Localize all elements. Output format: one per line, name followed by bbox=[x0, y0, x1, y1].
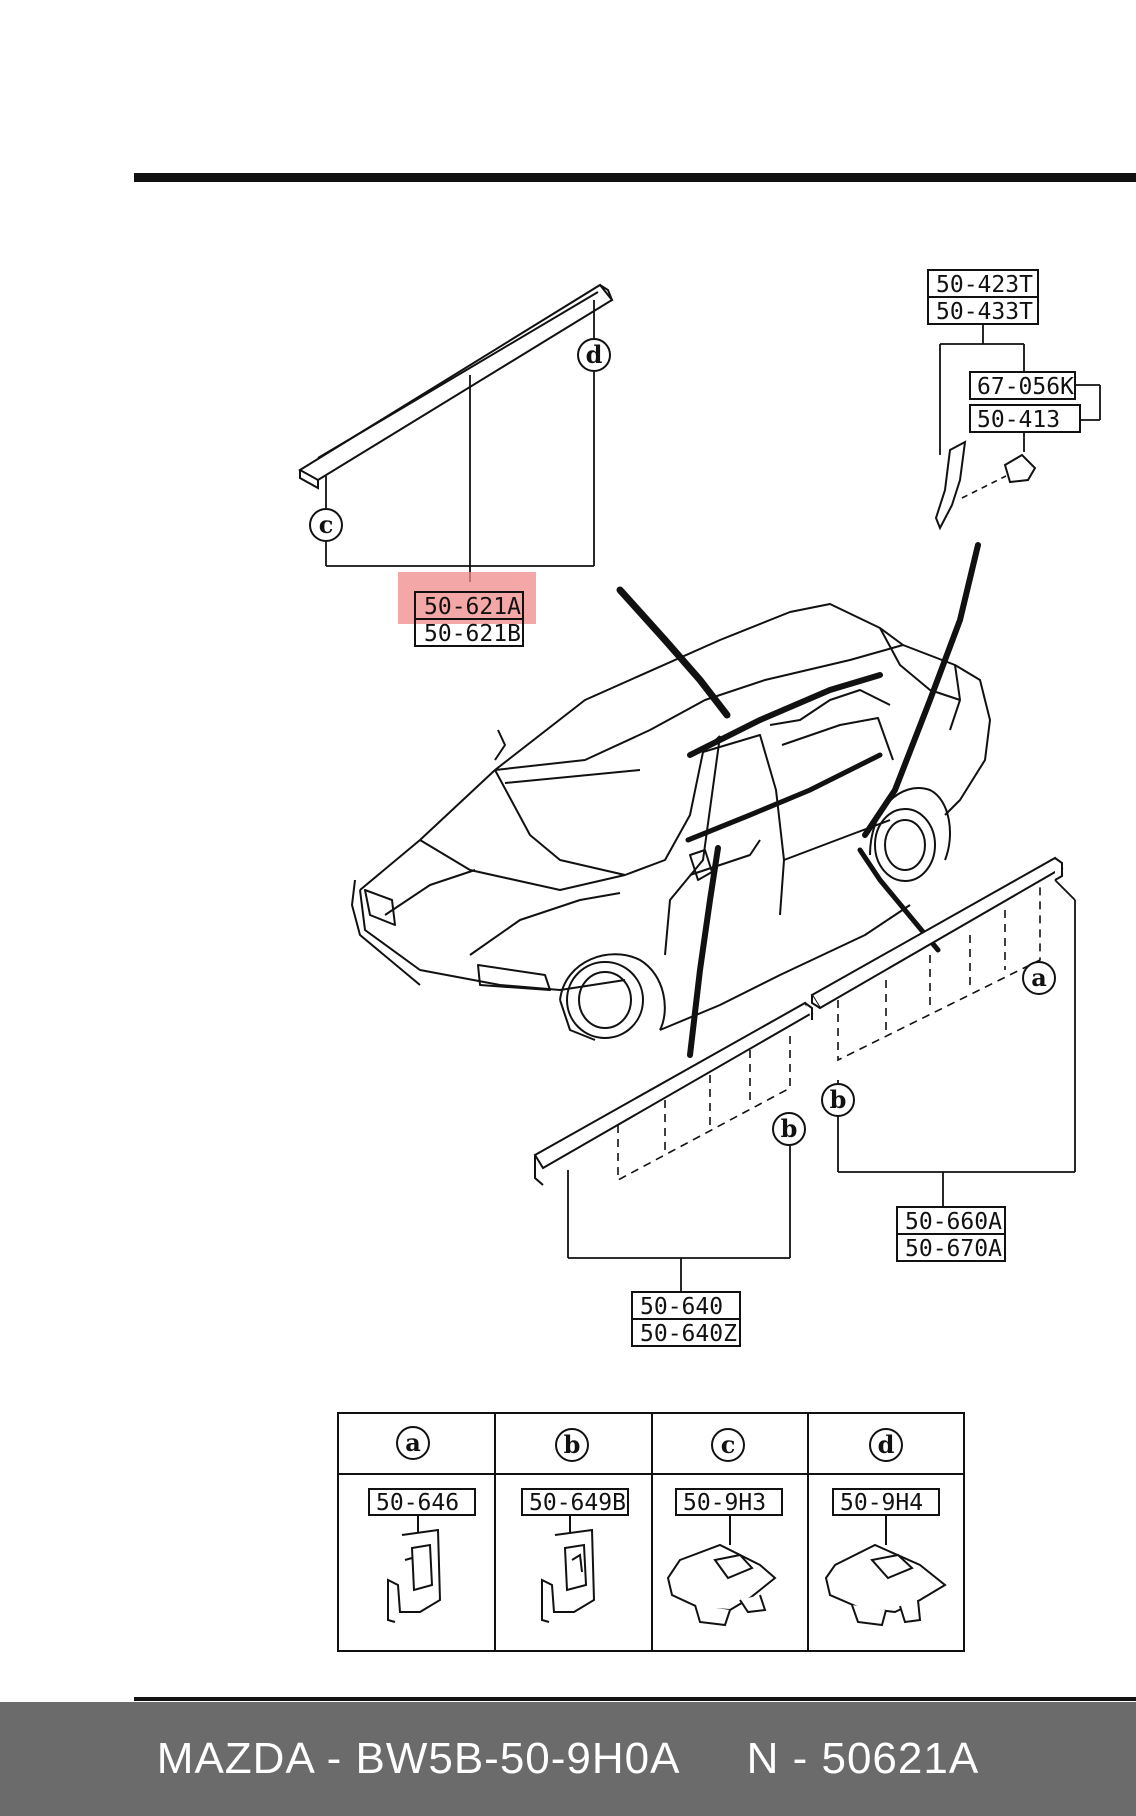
pillar-trim-part bbox=[934, 440, 1037, 531]
legend-head-d: d bbox=[869, 1428, 903, 1462]
label-box-clip-k bbox=[969, 371, 1076, 400]
label-pillar-b: 50-433T bbox=[936, 299, 1033, 325]
label-box-rear bbox=[896, 1206, 1006, 1262]
svg-text:b: b bbox=[564, 1430, 581, 1459]
pointer-strokes bbox=[616, 542, 981, 1058]
bottom-rule bbox=[134, 1697, 1136, 1701]
label-box-front bbox=[631, 1291, 741, 1347]
label-clip-k: 67-056K bbox=[977, 374, 1074, 400]
legend-head-b: b bbox=[555, 1428, 589, 1462]
svg-text:d: d bbox=[586, 340, 603, 369]
car-body bbox=[351, 603, 991, 1041]
svg-text:a: a bbox=[1031, 963, 1047, 992]
svg-text:c: c bbox=[721, 1430, 736, 1459]
clip-d-drawing bbox=[824, 1515, 947, 1627]
clip-c-drawing bbox=[666, 1515, 777, 1627]
rear-molding-dash bbox=[837, 880, 1041, 1062]
rear-side-molding bbox=[810, 856, 1064, 1010]
footer-brand: MAZDA - BW5B-50-9H0A bbox=[156, 1734, 681, 1783]
clip-b-drawing bbox=[541, 1515, 596, 1623]
svg-text:b: b bbox=[830, 1085, 847, 1114]
footer-bar: MAZDA - BW5B-50-9H0A N - 50621A bbox=[0, 1702, 1136, 1816]
svg-text:b: b bbox=[781, 1114, 798, 1143]
svg-text:a: a bbox=[405, 1428, 421, 1457]
legend-part-d: 50-9H4 bbox=[840, 1490, 923, 1516]
label-roof-a: 50-621A bbox=[424, 594, 521, 620]
legend-part-b: 50-649B bbox=[529, 1490, 626, 1516]
callout-a-side: a bbox=[1022, 961, 1056, 995]
front-side-molding bbox=[533, 1001, 814, 1186]
label-roof-b: 50-621B bbox=[424, 621, 521, 647]
top-rule bbox=[134, 173, 1136, 182]
legend-head-c: c bbox=[711, 1428, 745, 1462]
pillar-dash bbox=[961, 475, 1007, 499]
svg-text:c: c bbox=[319, 510, 334, 539]
roof-leader-lines bbox=[325, 300, 595, 582]
label-front-b: 50-640Z bbox=[640, 1321, 737, 1347]
callout-b-front: b bbox=[772, 1112, 806, 1146]
label-front-a: 50-640 bbox=[640, 1294, 723, 1320]
clip-a-drawing bbox=[387, 1515, 442, 1623]
label-clip-413: 50-413 bbox=[977, 407, 1060, 433]
label-box-roof bbox=[414, 591, 524, 647]
roof-molding-part bbox=[298, 283, 614, 490]
callout-c-top: c bbox=[309, 508, 343, 542]
legend-part-c: 50-9H3 bbox=[683, 1490, 766, 1516]
legend-part-a: 50-646 bbox=[376, 1490, 459, 1516]
front-molding-dash bbox=[617, 1030, 791, 1182]
highlight-box bbox=[398, 572, 536, 624]
pillar-leader-lines bbox=[939, 324, 1101, 455]
label-rear-a: 50-660A bbox=[905, 1209, 1002, 1235]
footer-number: N - 50621A bbox=[746, 1734, 980, 1783]
label-pillar-a: 50-423T bbox=[936, 272, 1033, 298]
footer-gap bbox=[680, 1734, 746, 1784]
label-rear-b: 50-670A bbox=[905, 1236, 1002, 1262]
label-box-clip-413 bbox=[969, 404, 1081, 433]
legend-head-a: a bbox=[396, 1426, 430, 1460]
svg-text:d: d bbox=[878, 1430, 895, 1459]
legend-table bbox=[337, 1412, 965, 1652]
callout-b-rear: b bbox=[821, 1083, 855, 1117]
callout-d-top: d bbox=[577, 338, 611, 372]
